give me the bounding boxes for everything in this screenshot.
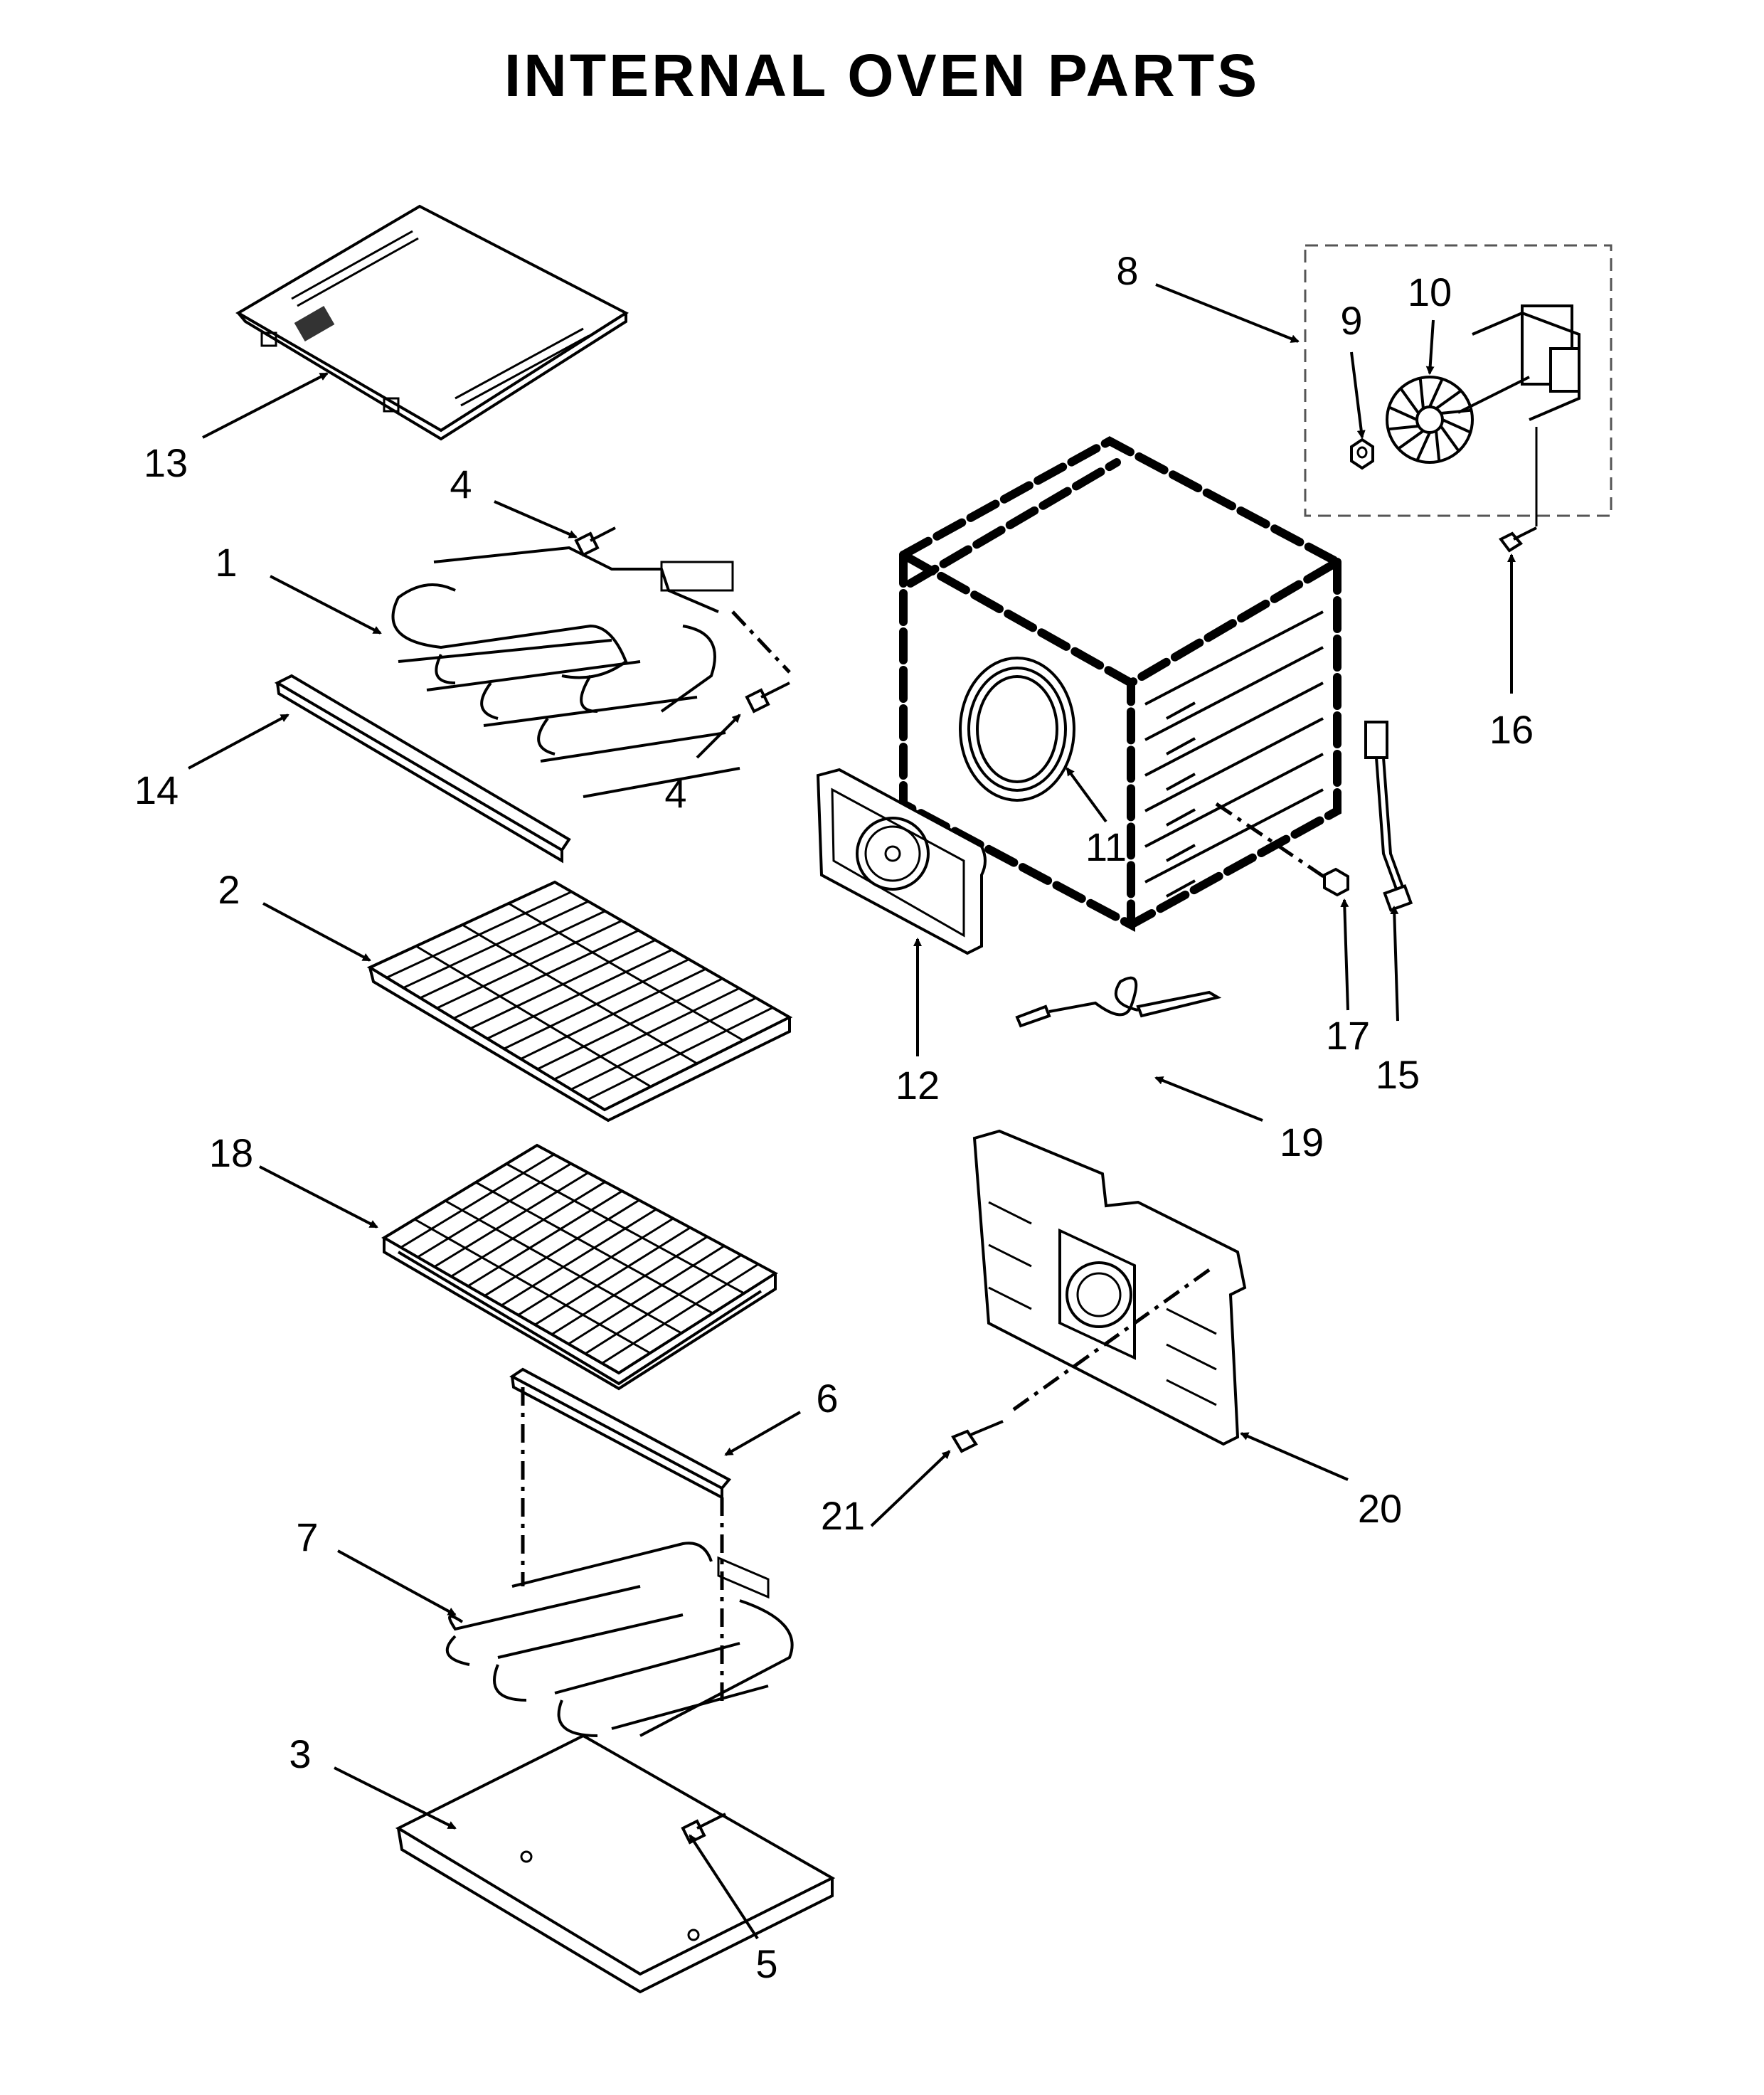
callout-7: 7 (296, 1515, 318, 1559)
callout-13: 13 (144, 440, 188, 485)
callout-5: 5 (755, 1941, 777, 1986)
part-13-top-panel (235, 204, 629, 441)
part-9-nut (1350, 437, 1374, 470)
callout-9: 9 (1340, 298, 1362, 343)
callout-15: 15 (1376, 1052, 1420, 1097)
callout-16: 16 (1489, 707, 1534, 752)
leader-arrows (188, 283, 1516, 1940)
part-20-rear-panel (972, 1129, 1247, 1446)
callout-21: 21 (821, 1493, 865, 1538)
part-6-trim-strip (509, 1367, 732, 1500)
part-12-fan-cover (816, 768, 987, 955)
callout-14: 14 (134, 768, 179, 812)
part-15-oven-sensor (1364, 721, 1413, 912)
part-19-meat-probe (1015, 976, 1222, 1028)
fan-kit-outline (1304, 244, 1612, 517)
callout-4a: 4 (450, 462, 472, 506)
part-2-oven-rack (366, 880, 793, 1123)
part-21-screw (951, 1420, 1004, 1453)
callout-labels: 1 2 3 4 4 5 6 7 8 9 10 11 12 13 14 15 16… (134, 248, 1534, 1986)
part-10-fan-blade (1386, 376, 1474, 464)
part-4-screw-lower (731, 610, 791, 714)
part-1-bake-element (391, 546, 740, 798)
part-3-bottom-panel (395, 1734, 836, 1994)
callout-19: 19 (1280, 1120, 1324, 1165)
part-16-screw (1498, 526, 1537, 553)
callout-2: 2 (218, 867, 240, 912)
callout-12: 12 (896, 1063, 940, 1108)
callout-20: 20 (1358, 1486, 1402, 1531)
callout-10: 10 (1408, 270, 1452, 314)
part-4-screw-upper (574, 526, 616, 557)
diagram-title: INTERNAL OVEN PARTS (504, 42, 1260, 109)
part-14-trim-strip (274, 674, 571, 864)
callout-18: 18 (209, 1130, 253, 1175)
part-17-nut (1215, 802, 1349, 897)
callout-1: 1 (215, 540, 237, 585)
callout-8: 8 (1116, 248, 1138, 293)
part-8-oven-cavity (894, 436, 1346, 932)
part-7-broil-element (445, 1387, 794, 1737)
part-18-roller-rack (381, 1143, 778, 1391)
callout-3: 3 (289, 1731, 311, 1776)
fan-motor (1457, 304, 1580, 526)
callout-4b: 4 (664, 771, 686, 816)
callout-17: 17 (1326, 1013, 1370, 1058)
callout-6: 6 (816, 1376, 838, 1421)
callout-11: 11 (1085, 824, 1127, 869)
